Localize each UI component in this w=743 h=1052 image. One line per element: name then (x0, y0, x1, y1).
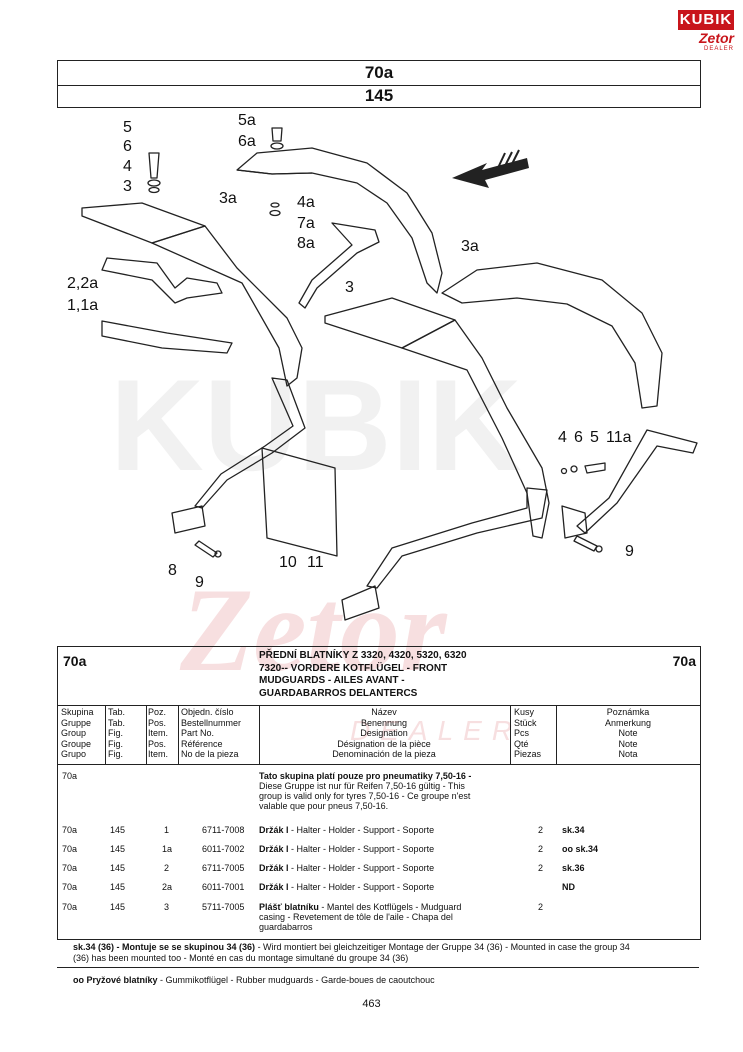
title-line: GUARDABARROS DELANTERCS (259, 687, 418, 699)
stay-rod-11 (366, 487, 548, 589)
callout-11a: 11a (606, 429, 632, 446)
title-line: PŘEDNÍ BLATNÍKY Z 3320, 4320, 5320, 6320 (259, 650, 467, 661)
title-line: MUDGUARDS - AILES AVANT - (259, 675, 405, 686)
stay-rod-8 (194, 377, 306, 509)
rod-foot-11 (341, 585, 380, 621)
callout-3a-right: 3a (461, 238, 479, 255)
callout-6: 6 (123, 138, 132, 155)
callout-9-left: 9 (195, 574, 204, 591)
parts-diagram: 5 6 4 3 5a 6a 3a 4a 7a 8a 3a 2,2a 1,1a 3… (67, 112, 698, 621)
group-header: 70a (57, 60, 701, 86)
callout-7a: 7a (297, 215, 315, 232)
footnote-rubber: oo Pryžové blatníky - Gummikotflügel - R… (73, 975, 435, 985)
bolt-9-right (573, 535, 598, 552)
stay-rod-11a (576, 429, 698, 534)
callout-10: 10 (279, 554, 297, 571)
bracket-2 (101, 257, 223, 304)
rod-foot-11a (561, 505, 588, 539)
page-number: 463 (362, 998, 381, 1010)
callout-3a: 3a (219, 190, 237, 207)
fender-arm-left (151, 225, 303, 387)
title-line: 7320-- VORDERE KOTFLÜGEL - FRONT (259, 662, 448, 674)
divider (57, 967, 699, 968)
fender-arm-right (401, 319, 550, 539)
callout-labels: 5 6 4 3 5a 6a 3a 4a 7a 8a 3a 2,2a 1,1a 3… (67, 112, 634, 591)
note-line: Diese Gruppe ist nur für Reifen 7,50-16 … (259, 781, 465, 791)
callout-5a: 5a (238, 112, 256, 129)
rubber-fender-3a-top (236, 147, 443, 294)
bolt-5-right (584, 462, 606, 474)
note-bold: Tato skupina platí pouze pro pneumatiky … (259, 771, 472, 781)
callout-6-right: 6 (574, 429, 583, 446)
callout-11: 11 (307, 554, 324, 571)
callout-5: 5 (123, 119, 132, 136)
callout-3-right: 3 (345, 279, 354, 296)
note-line: valable que pour pneus 7,50-16. (259, 801, 389, 811)
table-group-code-right: 70a (672, 653, 696, 669)
callout-4-right: 4 (558, 429, 567, 446)
callout-4: 4 (123, 158, 132, 175)
callout-8a: 8a (297, 235, 315, 252)
bolt-9-left (194, 540, 218, 558)
table-group-code: 70a (63, 653, 87, 669)
footnote-sk34: sk.34 (36) - Montuje se se skupinou 34 (… (73, 942, 630, 963)
logo-dealer: DEALER (703, 46, 734, 52)
parts-table: 70a 70a PŘEDNÍ BLATNÍKY Z 3320, 4320, 53… (57, 646, 701, 940)
callout-6a: 6a (238, 133, 256, 150)
bolt-5 (148, 152, 160, 179)
fender-plate-right (324, 297, 456, 349)
brand-logo: KUBIK Zetor DEALER (678, 10, 734, 58)
col-tab: Tab.Tab.Fig.Fig.Fig. (106, 706, 147, 765)
col-poz: Poz.Pos.Item.Pos.Item. (146, 706, 179, 765)
rubber-fender-3a-right (441, 262, 663, 409)
fender-plate-left (81, 202, 206, 244)
figure-header: 145 (57, 85, 701, 108)
callout-8: 8 (168, 562, 177, 579)
callout-1-1a: 1,1a (67, 297, 98, 314)
logo-zetor: Zetor (699, 30, 734, 46)
rod-foot-8 (171, 505, 206, 534)
mud-flap-10 (261, 447, 338, 557)
bracket-1 (101, 320, 233, 354)
callout-9-right: 9 (625, 543, 634, 560)
bolt-5a (271, 127, 283, 142)
bracket-8a (298, 222, 380, 309)
callout-2-2a: 2,2a (67, 275, 98, 292)
logo-kubik: KUBIK (678, 10, 734, 30)
table-title: PŘEDNÍ BLATNÍKY Z 3320, 4320, 5320, 6320… (259, 650, 559, 700)
callout-4a: 4a (297, 194, 315, 211)
direction-arrow (452, 149, 529, 188)
callout-3: 3 (123, 178, 132, 195)
note-line: group is valid only for tyres 7,50-16 - … (259, 791, 471, 801)
callout-5-right: 5 (590, 429, 599, 446)
